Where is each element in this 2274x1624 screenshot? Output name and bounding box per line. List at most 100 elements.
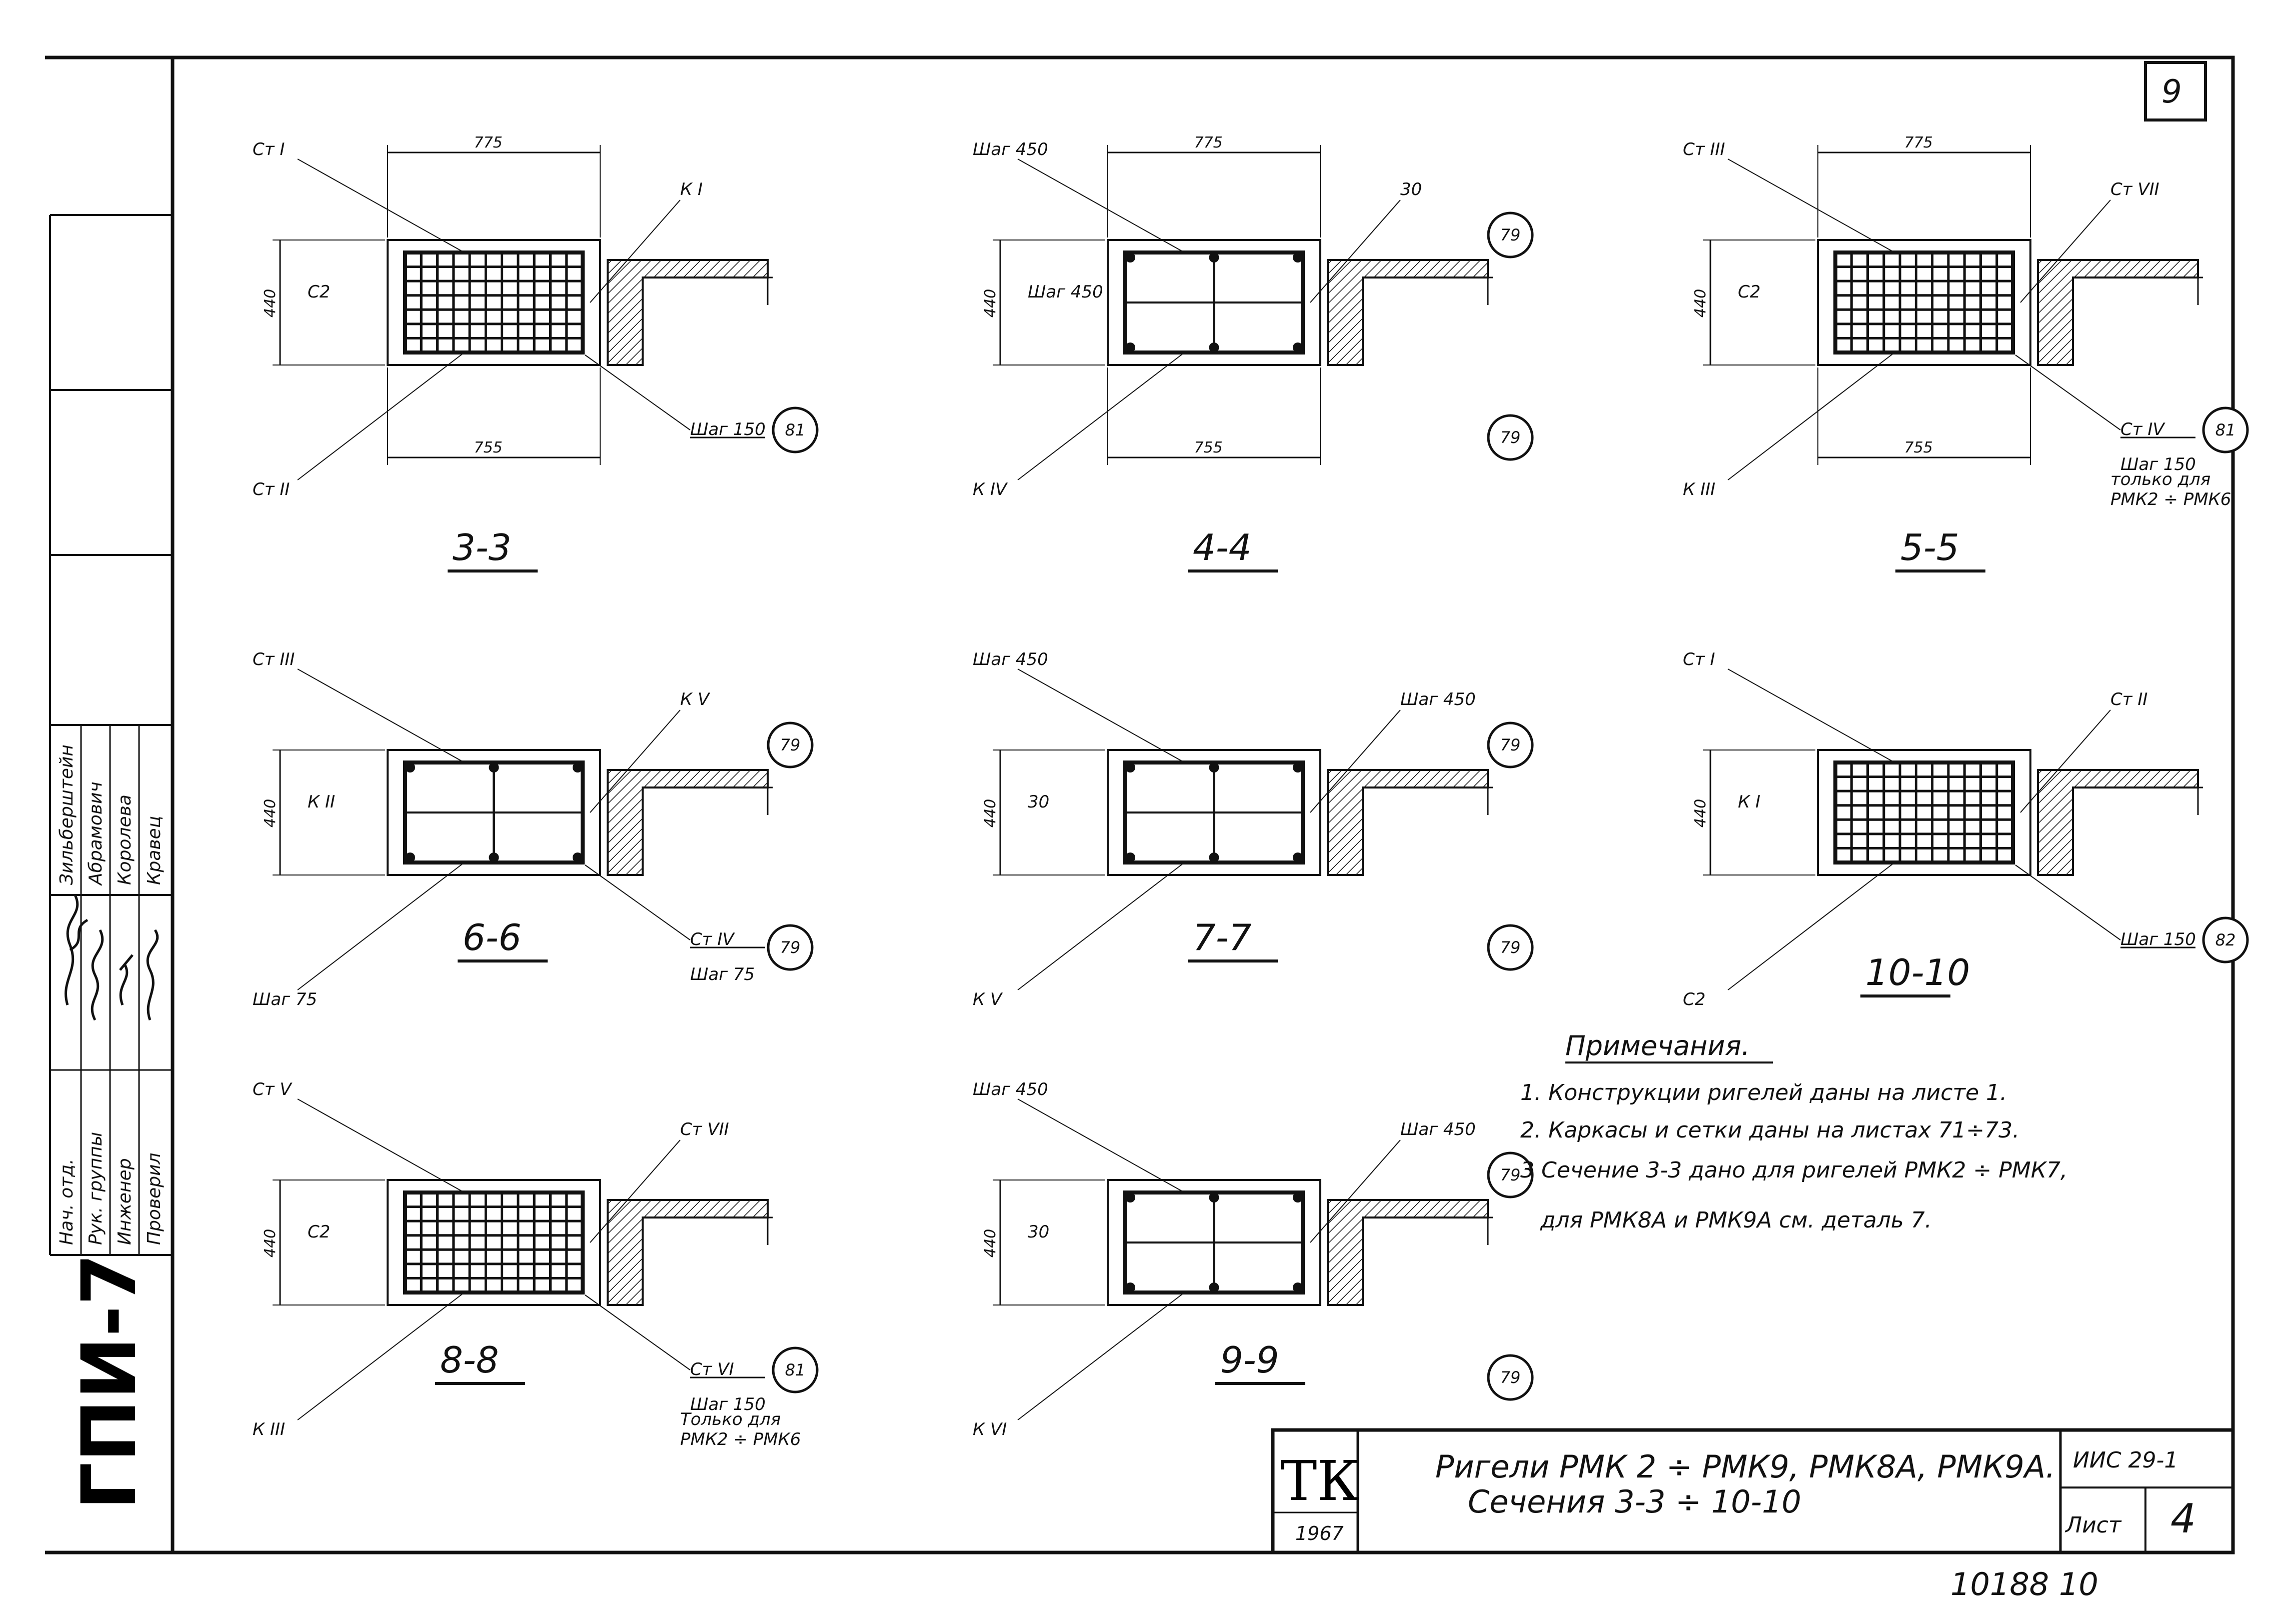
signature-name: Королева bbox=[115, 794, 135, 885]
rebar-dot bbox=[1293, 1282, 1303, 1292]
rebar-dot bbox=[1293, 852, 1303, 862]
section-9-9: 440 Шаг 450 К VI 30 Шаг 450 79 79 bbox=[973, 1080, 1534, 1440]
sheet-frame bbox=[171, 56, 2235, 1554]
section-title: 8-8 bbox=[440, 1339, 499, 1381]
rebar-dot bbox=[1125, 1192, 1135, 1202]
section-label: Шаг 450 bbox=[973, 650, 1048, 670]
archive-number: 10188 10 bbox=[1950, 1566, 2098, 1602]
note-1: 1. Конструкции ригелей даны на листе 1. bbox=[1520, 1080, 2007, 1106]
section-title-5-5: 5-5 bbox=[1895, 526, 1985, 572]
reference-number: 81 bbox=[785, 1360, 806, 1380]
slab-section bbox=[607, 259, 769, 366]
slab-section bbox=[2037, 259, 2199, 366]
section-label: К I bbox=[1738, 792, 1760, 812]
height-dimension: 440 bbox=[262, 799, 279, 828]
rebar-dot bbox=[1209, 852, 1219, 862]
bottom-width-dimension: 755 bbox=[1194, 439, 1223, 456]
section-label: К V bbox=[973, 990, 1003, 1010]
reference-circle: 81 bbox=[772, 1346, 819, 1394]
section-label: Ст II bbox=[2110, 690, 2147, 710]
reference-number: 79 bbox=[1500, 1368, 1521, 1387]
section-label: Шаг 450 bbox=[1400, 1120, 1476, 1140]
height-dimension: 440 bbox=[982, 289, 999, 318]
section-label: К V bbox=[680, 690, 711, 710]
height-dimension: 440 bbox=[262, 1229, 279, 1258]
reinforcement-mesh bbox=[1833, 250, 2015, 354]
reference-circle: 82 bbox=[2202, 916, 2249, 964]
section-label: 30 bbox=[1400, 180, 1422, 200]
reference-number: 81 bbox=[785, 420, 806, 440]
reference-number: 79 bbox=[1500, 226, 1521, 244]
signature-role: Проверил bbox=[144, 1152, 165, 1245]
section-label: К III bbox=[253, 1420, 285, 1440]
signature-role: Рук. группы bbox=[86, 1132, 106, 1245]
section-title-8-8: 8-8 bbox=[435, 1339, 525, 1385]
notes-block: Примечания. 1. Конструкции ригелей даны … bbox=[1520, 1030, 2067, 1233]
reference-circle: 79 bbox=[1487, 1152, 1534, 1198]
height-dimension: 440 bbox=[262, 289, 279, 318]
section-label: 30 bbox=[1028, 792, 1049, 812]
rebar-dot bbox=[405, 762, 415, 772]
reinforcement-cage bbox=[403, 760, 585, 864]
section-title: 5-5 bbox=[1900, 526, 1959, 568]
section-label: Шаг 75 bbox=[690, 964, 755, 984]
section-label: Ст II bbox=[253, 480, 290, 500]
section-label: Шаг 150 bbox=[690, 420, 766, 440]
height-dimension: 440 bbox=[1692, 799, 1709, 828]
reference-number: 79 bbox=[1500, 736, 1521, 754]
height-dimension: 440 bbox=[982, 1229, 999, 1258]
rebar-dot bbox=[1209, 252, 1219, 262]
title-line-1: Ригели РМК 2 ÷ РМК9, РМК8А, РМК9А. bbox=[1435, 1448, 2055, 1485]
section-label: К VI bbox=[973, 1420, 1007, 1440]
section-label: Шаг 75 bbox=[253, 990, 317, 1010]
signature-role: Инженер bbox=[115, 1158, 135, 1245]
section-label: РМК2 ÷ РМК6 bbox=[680, 1430, 801, 1450]
reinforcement-mesh bbox=[403, 1190, 585, 1294]
rebar-dot bbox=[1125, 342, 1135, 352]
beam-outline bbox=[1107, 1179, 1321, 1306]
rebar-dot bbox=[1209, 1192, 1219, 1202]
signature-strip bbox=[49, 214, 173, 1256]
section-label: С2 bbox=[308, 282, 330, 302]
section-label: Шаг 450 bbox=[1400, 690, 1476, 710]
section-title: 3-3 bbox=[453, 526, 512, 568]
slab-section bbox=[1327, 769, 1489, 876]
notes-heading: Примечания. bbox=[1565, 1030, 1750, 1062]
section-label: Ст VII bbox=[2110, 180, 2159, 200]
reference-number: 81 bbox=[2215, 420, 2236, 440]
section-label: К II bbox=[308, 792, 335, 812]
reference-circle: 79 bbox=[767, 722, 814, 768]
height-dimension: 440 bbox=[1692, 289, 1709, 318]
rebar-dot bbox=[1293, 762, 1303, 772]
beam-outline bbox=[1817, 749, 2031, 876]
handwritten-signatures bbox=[65, 894, 159, 1021]
height-dimension: 440 bbox=[982, 799, 999, 828]
section-label: Ст IV bbox=[690, 930, 735, 950]
section-label: Шаг 450 bbox=[973, 1080, 1048, 1100]
section-label: Ст III bbox=[253, 650, 295, 670]
beam-outline bbox=[387, 1179, 601, 1306]
reference-number: 79 bbox=[1500, 1166, 1521, 1184]
section-label: Шаг 150 bbox=[2120, 930, 2196, 950]
reference-circle: 79 bbox=[1487, 212, 1534, 258]
section-title-7-7: 7-7 bbox=[1188, 916, 1278, 962]
reference-number: 79 bbox=[1500, 428, 1521, 447]
section-title-3-3: 3-3 bbox=[448, 526, 538, 572]
rebar-dot bbox=[1209, 342, 1219, 352]
beam-outline bbox=[1107, 749, 1321, 876]
section-label: Шаг 450 bbox=[1028, 282, 1103, 302]
reference-circle: 81 bbox=[2202, 406, 2249, 454]
signature-name: Кравец bbox=[144, 816, 165, 885]
section-label: Шаг 450 bbox=[973, 140, 1048, 160]
signature-name: Зильберштейн bbox=[57, 744, 77, 885]
section-label: 30 bbox=[1028, 1222, 1049, 1242]
reference-circle: 79 bbox=[1487, 414, 1534, 461]
